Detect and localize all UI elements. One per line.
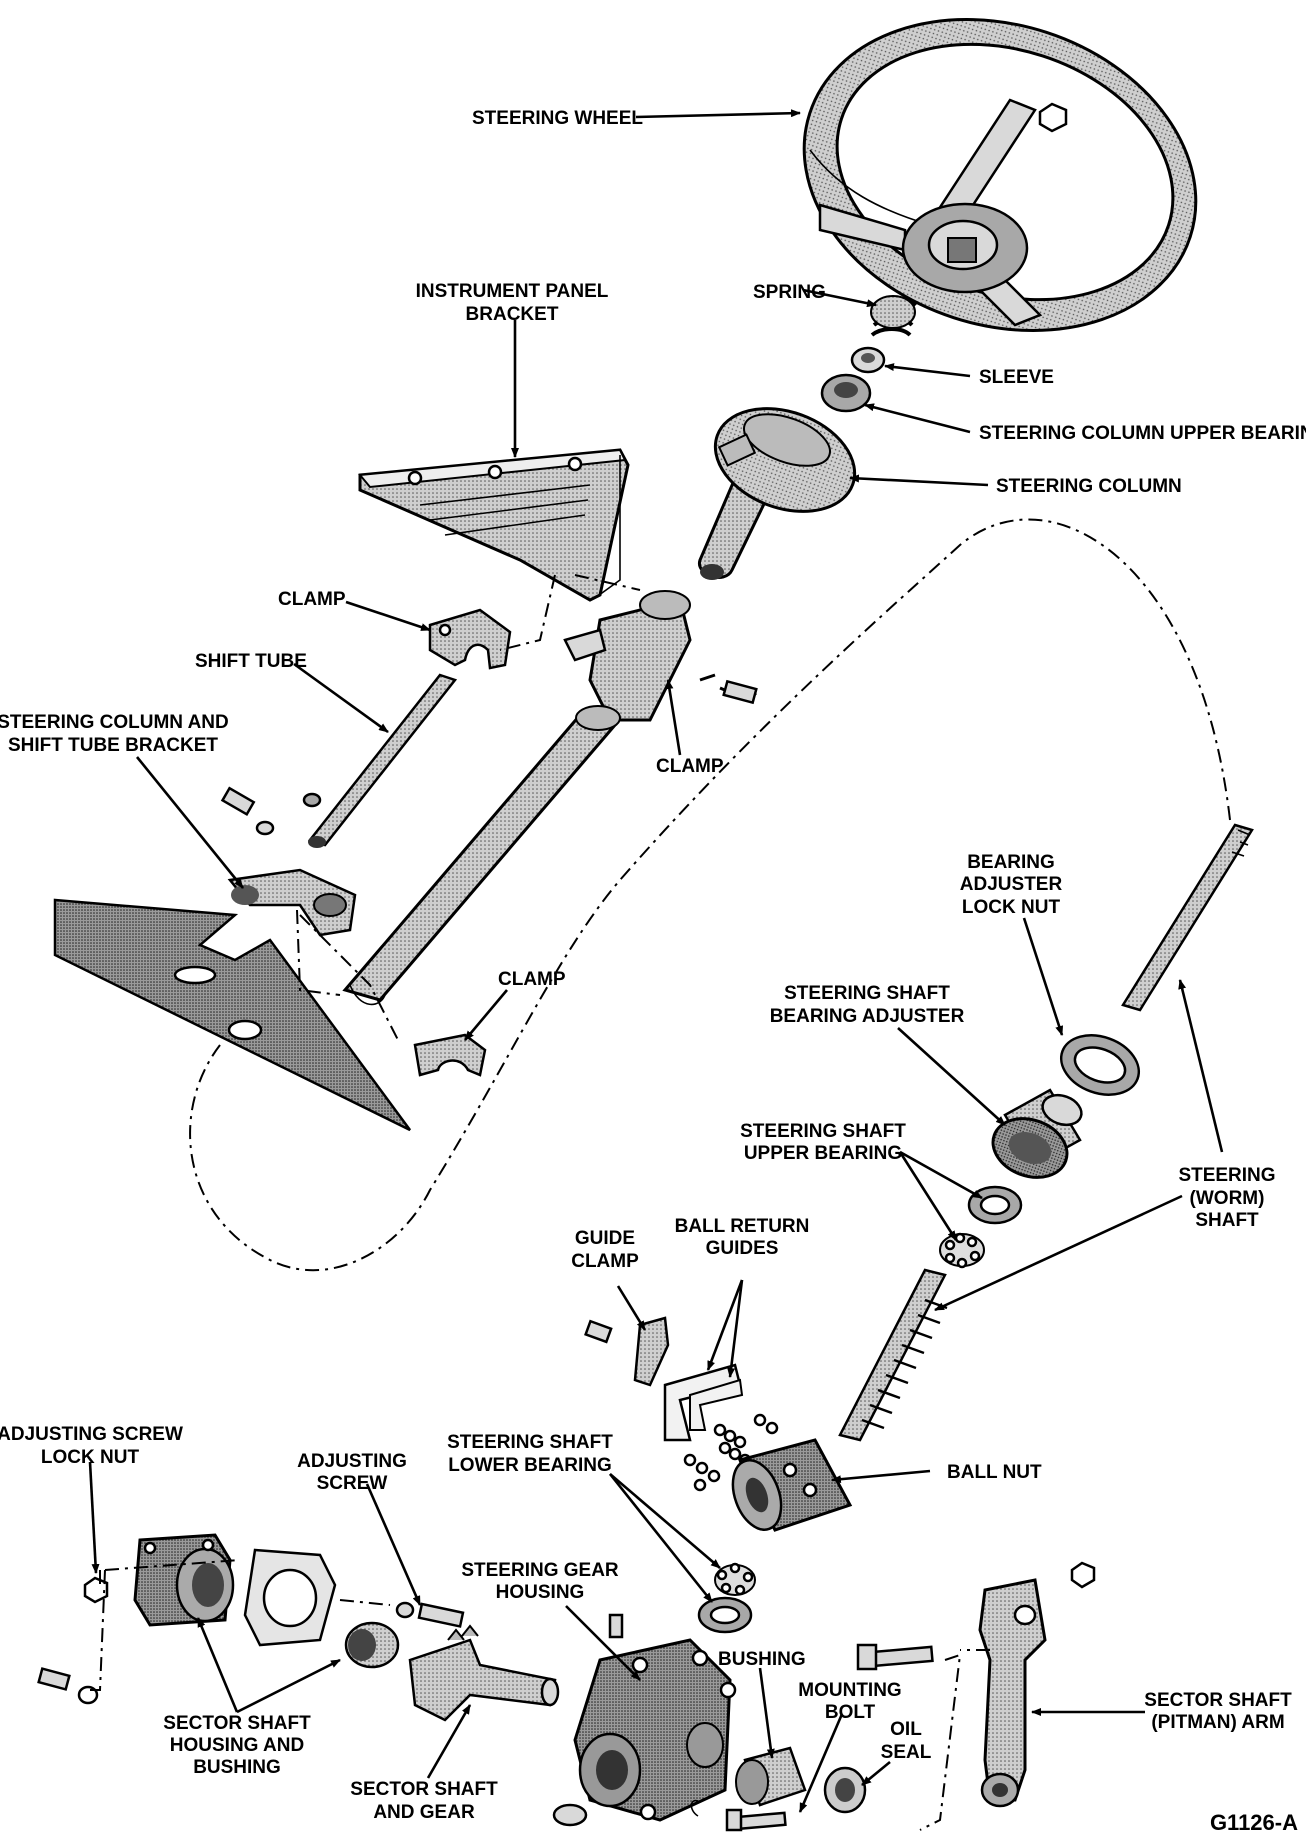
label-bushing: BUSHING bbox=[718, 1649, 806, 1670]
gear-housing-part bbox=[552, 1613, 737, 1827]
label-column-bracket: STEERING COLUMN AND bbox=[0, 712, 229, 733]
sector-gear-part bbox=[408, 1624, 560, 1722]
label-oil-seal-2: SEAL bbox=[881, 1742, 932, 1763]
label-shaft-bearing-adjuster-2: BEARING ADJUSTER bbox=[770, 1006, 965, 1027]
label-sector-gear: SECTOR SHAFT bbox=[350, 1779, 498, 1800]
label-ball-nut: BALL NUT bbox=[947, 1462, 1042, 1483]
label-worm-shaft-2: (WORM) bbox=[1190, 1188, 1265, 1209]
label-clamp-mid: CLAMP bbox=[656, 756, 724, 777]
instrument-panel-bracket-part bbox=[358, 448, 630, 602]
guide-clamp-part bbox=[584, 1316, 670, 1387]
clamp-top-part bbox=[428, 608, 512, 670]
label-adj-screw-lock-nut: ADJUSTING SCREW bbox=[0, 1424, 183, 1445]
label-shaft-upper-bearing-2: UPPER BEARING bbox=[744, 1143, 902, 1164]
label-clamp-top: CLAMP bbox=[278, 589, 346, 610]
assembly-lines bbox=[90, 518, 1231, 1831]
label-steering-column: STEERING COLUMN bbox=[996, 476, 1182, 497]
label-column-bracket-2: SHIFT TUBE BRACKET bbox=[8, 735, 218, 756]
label-spring: SPRING bbox=[753, 282, 826, 303]
steering-wheel-part bbox=[802, 18, 1198, 332]
leader-lines bbox=[88, 109, 1224, 1813]
upper-bearing-part bbox=[820, 373, 872, 413]
label-sector-housing-2: HOUSING AND bbox=[170, 1735, 304, 1756]
pitman-arm-part bbox=[978, 1561, 1096, 1808]
label-worm-shaft: STEERING bbox=[1178, 1165, 1275, 1186]
label-sector-gear-2: AND GEAR bbox=[373, 1802, 475, 1823]
label-gear-housing-2: HOUSING bbox=[496, 1582, 585, 1603]
adjusting-screw-part bbox=[395, 1601, 465, 1628]
label-adjusting-screw-2: SCREW bbox=[317, 1473, 388, 1494]
label-instrument-panel-bracket-2: BRACKET bbox=[466, 304, 559, 325]
label-instrument-panel-bracket: INSTRUMENT PANEL bbox=[416, 281, 609, 302]
floor-plate-part bbox=[53, 898, 412, 1132]
label-guide-clamp-2: CLAMP bbox=[571, 1251, 639, 1272]
label-pitman-arm-2: (PITMAN) ARM bbox=[1151, 1712, 1284, 1733]
label-shaft-lower-bearing: STEERING SHAFT bbox=[447, 1432, 613, 1453]
column-jacket-part bbox=[342, 590, 758, 1006]
steering-column-part bbox=[698, 407, 857, 580]
shaft-upper-bearing-part bbox=[939, 1185, 1023, 1269]
label-pitman-arm: SECTOR SHAFT bbox=[1144, 1690, 1292, 1711]
label-clamp-lower: CLAMP bbox=[498, 969, 566, 990]
shift-tube-part bbox=[302, 673, 458, 848]
ball-return-guides-part bbox=[663, 1363, 779, 1492]
label-sleeve: SLEEVE bbox=[979, 367, 1054, 388]
shaft-lower-bearing-part bbox=[697, 1562, 756, 1634]
shaft-bearing-adjuster-part bbox=[991, 1088, 1083, 1179]
labels: STEERING WHEEL INSTRUMENT PANEL BRACKET … bbox=[0, 108, 1306, 1835]
label-shaft-lower-bearing-2: LOWER BEARING bbox=[448, 1455, 612, 1476]
oil-seal-part bbox=[823, 1766, 867, 1814]
label-bearing-adjuster-lock-nut-3: LOCK NUT bbox=[962, 897, 1061, 918]
bearing-adjuster-lock-nut-part bbox=[1059, 1034, 1141, 1096]
label-bearing-adjuster-lock-nut-2: ADJUSTER bbox=[960, 874, 1063, 895]
figure-id: G1126-A bbox=[1210, 1810, 1298, 1835]
label-mounting-bolt-2: BOLT bbox=[825, 1702, 876, 1723]
label-steering-wheel: STEERING WHEEL bbox=[472, 108, 643, 129]
label-ball-return-guides: BALL RETURN bbox=[675, 1216, 810, 1237]
ball-nut-part bbox=[731, 1438, 853, 1532]
sector-housing-part bbox=[37, 1533, 400, 1705]
label-guide-clamp: GUIDE bbox=[575, 1228, 635, 1249]
label-gear-housing: STEERING GEAR bbox=[461, 1560, 619, 1581]
label-sector-housing: SECTOR SHAFT bbox=[163, 1713, 311, 1734]
label-adj-screw-lock-nut-2: LOCK NUT bbox=[41, 1447, 140, 1468]
label-bearing-adjuster-lock-nut: BEARING bbox=[967, 852, 1055, 873]
label-upper-bearing: STEERING COLUMN UPPER BEARING bbox=[979, 423, 1306, 444]
label-shift-tube: SHIFT TUBE bbox=[195, 651, 307, 672]
label-sector-housing-3: BUSHING bbox=[193, 1757, 281, 1778]
label-adjusting-screw: ADJUSTING bbox=[297, 1451, 407, 1472]
clamp-lower-part bbox=[413, 1033, 487, 1077]
label-mounting-bolt: MOUNTING bbox=[798, 1680, 901, 1701]
label-ball-return-guides-2: GUIDES bbox=[706, 1238, 779, 1259]
column-bracket-part bbox=[220, 786, 357, 937]
label-shaft-bearing-adjuster: STEERING SHAFT bbox=[784, 983, 950, 1004]
worm-shaft-part bbox=[838, 1268, 948, 1442]
worm-shaft-rod-part bbox=[1121, 823, 1254, 1012]
label-oil-seal: OIL bbox=[890, 1719, 922, 1740]
label-shaft-upper-bearing: STEERING SHAFT bbox=[740, 1121, 906, 1142]
bushing-part bbox=[735, 1746, 807, 1807]
sleeve-part bbox=[850, 346, 886, 374]
mounting-bolt-part bbox=[690, 1643, 934, 1832]
spring-part bbox=[870, 295, 918, 337]
label-worm-shaft-3: SHAFT bbox=[1195, 1210, 1259, 1231]
